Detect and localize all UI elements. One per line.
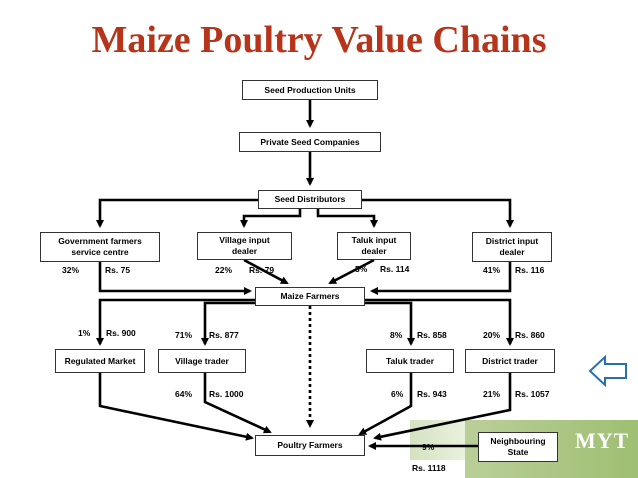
line-gov-to-maize: [98, 262, 252, 295]
line-maize-to-taluk-trader: [365, 301, 415, 346]
node-label: dealer: [361, 246, 387, 256]
node-village-input-dealer: Village input dealer: [197, 232, 292, 260]
line-dist-to-taluk: [316, 208, 378, 228]
slide-title: Maize Poultry Value Chains: [91, 19, 547, 61]
node-taluk-trader: Taluk trader: [366, 349, 454, 373]
node-label: Regulated Market: [64, 355, 136, 366]
node-label: dealer: [499, 247, 525, 257]
label-village-trader-price: Rs. 877: [209, 330, 239, 340]
label-district-trader-out-price: Rs. 1057: [515, 389, 550, 399]
node-seed-production-units: Seed Production Units: [242, 80, 378, 100]
label-taluk-trader-out-price: Rs. 943: [417, 389, 447, 399]
node-district-input-dealer: District input dealer: [472, 232, 552, 262]
line-village-trader-to-poultry: [203, 372, 272, 434]
node-taluk-input-dealer: Taluk input dealer: [337, 232, 411, 260]
node-neighbouring-state: Neighbouring State: [478, 432, 558, 462]
line-dist-to-village: [240, 208, 302, 228]
label-district-trader-out-pct: 21%: [483, 389, 501, 399]
line-district-trader-to-poultry: [373, 372, 512, 441]
node-label: Seed Distributors: [274, 194, 346, 205]
node-label: Poultry Farmers: [277, 440, 343, 451]
label-taluk-input-price: Rs. 114: [380, 264, 410, 274]
line-village-to-maize: [243, 258, 289, 285]
label-neighbouring-price: Rs. 1118: [412, 463, 446, 473]
label-village-trader-out-price: Rs. 1000: [209, 389, 244, 399]
node-label: District trader: [482, 355, 538, 366]
label-regulated-pct: 1%: [78, 328, 91, 338]
node-label: Village trader: [175, 355, 229, 366]
node-poultry-farmers: Poultry Farmers: [255, 435, 365, 456]
label-taluk-trader-price: Rs. 858: [417, 330, 447, 340]
node-seed-distributors: Seed Distributors: [258, 190, 362, 209]
node-label: Maize Farmers: [280, 291, 340, 302]
line-taluk-trader-to-poultry: [358, 372, 413, 436]
label-gov-price: Rs. 75: [105, 265, 131, 275]
node-village-trader: Village trader: [158, 349, 246, 373]
node-regulated-market: Regulated Market: [55, 349, 145, 373]
node-label: dealer: [231, 246, 258, 256]
label-village-input-pct: 22%: [215, 265, 233, 275]
label-taluk-input-pct: 5%: [355, 264, 368, 274]
node-district-trader: District trader: [465, 349, 555, 373]
line-maize-to-district-trader: [365, 298, 514, 346]
node-label: State: [507, 447, 529, 457]
label-gov-pct: 32%: [62, 265, 80, 275]
line-maize-to-village-trader: [201, 301, 255, 346]
label-taluk-trader-out-pct: 6%: [391, 389, 404, 399]
label-village-input-price: Rs. 79: [249, 265, 275, 275]
label-neighbouring-pct: 9%: [422, 442, 435, 452]
label-district-trader-pct: 20%: [483, 330, 501, 340]
left-arrow-icon[interactable]: [588, 354, 628, 388]
node-label: Village input: [219, 235, 270, 246]
logo-band-left: [410, 420, 470, 460]
node-label: Seed Production Units: [264, 84, 356, 95]
logo-text: MYT: [575, 428, 630, 453]
node-label: Neighbouring: [490, 436, 546, 447]
label-regulated-price: Rs. 900: [106, 328, 136, 338]
label-district-input-pct: 41%: [483, 265, 501, 275]
node-label: District input: [485, 236, 539, 247]
node-private-seed-companies: Private Seed Companies: [239, 132, 381, 152]
label-district-trader-price: Rs. 860: [515, 330, 545, 340]
line-maize-to-regulated: [96, 298, 255, 346]
node-label: Taluk trader: [385, 355, 435, 366]
node-government-farmers-service-centre: Government farmers service centre: [40, 232, 160, 262]
label-village-trader-pct: 71%: [175, 330, 193, 340]
line-district-to-maize: [370, 262, 512, 295]
label-taluk-trader-pct: 8%: [390, 330, 403, 340]
node-label: service centre: [71, 247, 129, 257]
label-district-input-price: Rs. 116: [515, 265, 545, 275]
node-maize-farmers: Maize Farmers: [255, 287, 365, 306]
line-taluk-to-maize: [328, 258, 375, 285]
line-dist-to-gov: [96, 198, 258, 228]
node-label: Government farmers: [58, 236, 142, 247]
node-label: Taluk input: [351, 235, 397, 246]
line-dist-to-district: [362, 198, 514, 228]
line-regulated-to-poultry: [98, 372, 254, 441]
label-village-trader-out-pct: 64%: [175, 389, 193, 399]
node-label: Private Seed Companies: [260, 136, 360, 147]
